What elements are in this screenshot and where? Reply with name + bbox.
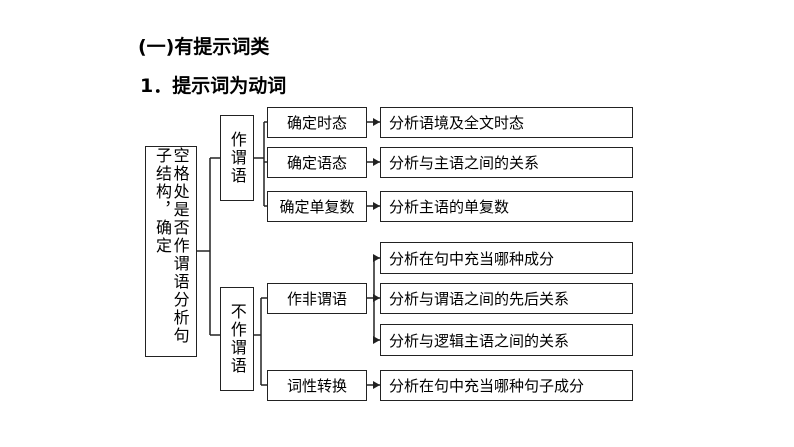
subheading: 1．提示词为动词 (140, 75, 287, 97)
detail-number-box: 分析主语的单复数 (380, 191, 633, 222)
root-box: 空格处是否作谓语分析句子结构，确定 (145, 146, 197, 357)
item-conversion-box: 词性转换 (267, 370, 367, 401)
branch-predicate-box: 作谓语 (220, 115, 254, 201)
detail-tense-box: 分析语境及全文时态 (380, 107, 633, 138)
item-voice-box: 确定语态 (267, 147, 367, 178)
branch-non-predicate-box: 不作谓语 (220, 287, 254, 391)
item-non-finite-box: 作非谓语 (267, 283, 367, 314)
item-number-box: 确定单复数 (267, 191, 367, 222)
detail-role-box: 分析在句中充当哪种成分 (380, 242, 633, 274)
detail-logical-subject-box: 分析与逻辑主语之间的关系 (380, 324, 633, 356)
heading: (一)有提示词类 (138, 36, 270, 58)
detail-sequence-box: 分析与谓语之间的先后关系 (380, 283, 633, 314)
detail-sentence-role-box: 分析在句中充当哪种句子成分 (380, 370, 633, 401)
item-tense-box: 确定时态 (267, 107, 367, 138)
detail-voice-box: 分析与主语之间的关系 (380, 147, 633, 178)
